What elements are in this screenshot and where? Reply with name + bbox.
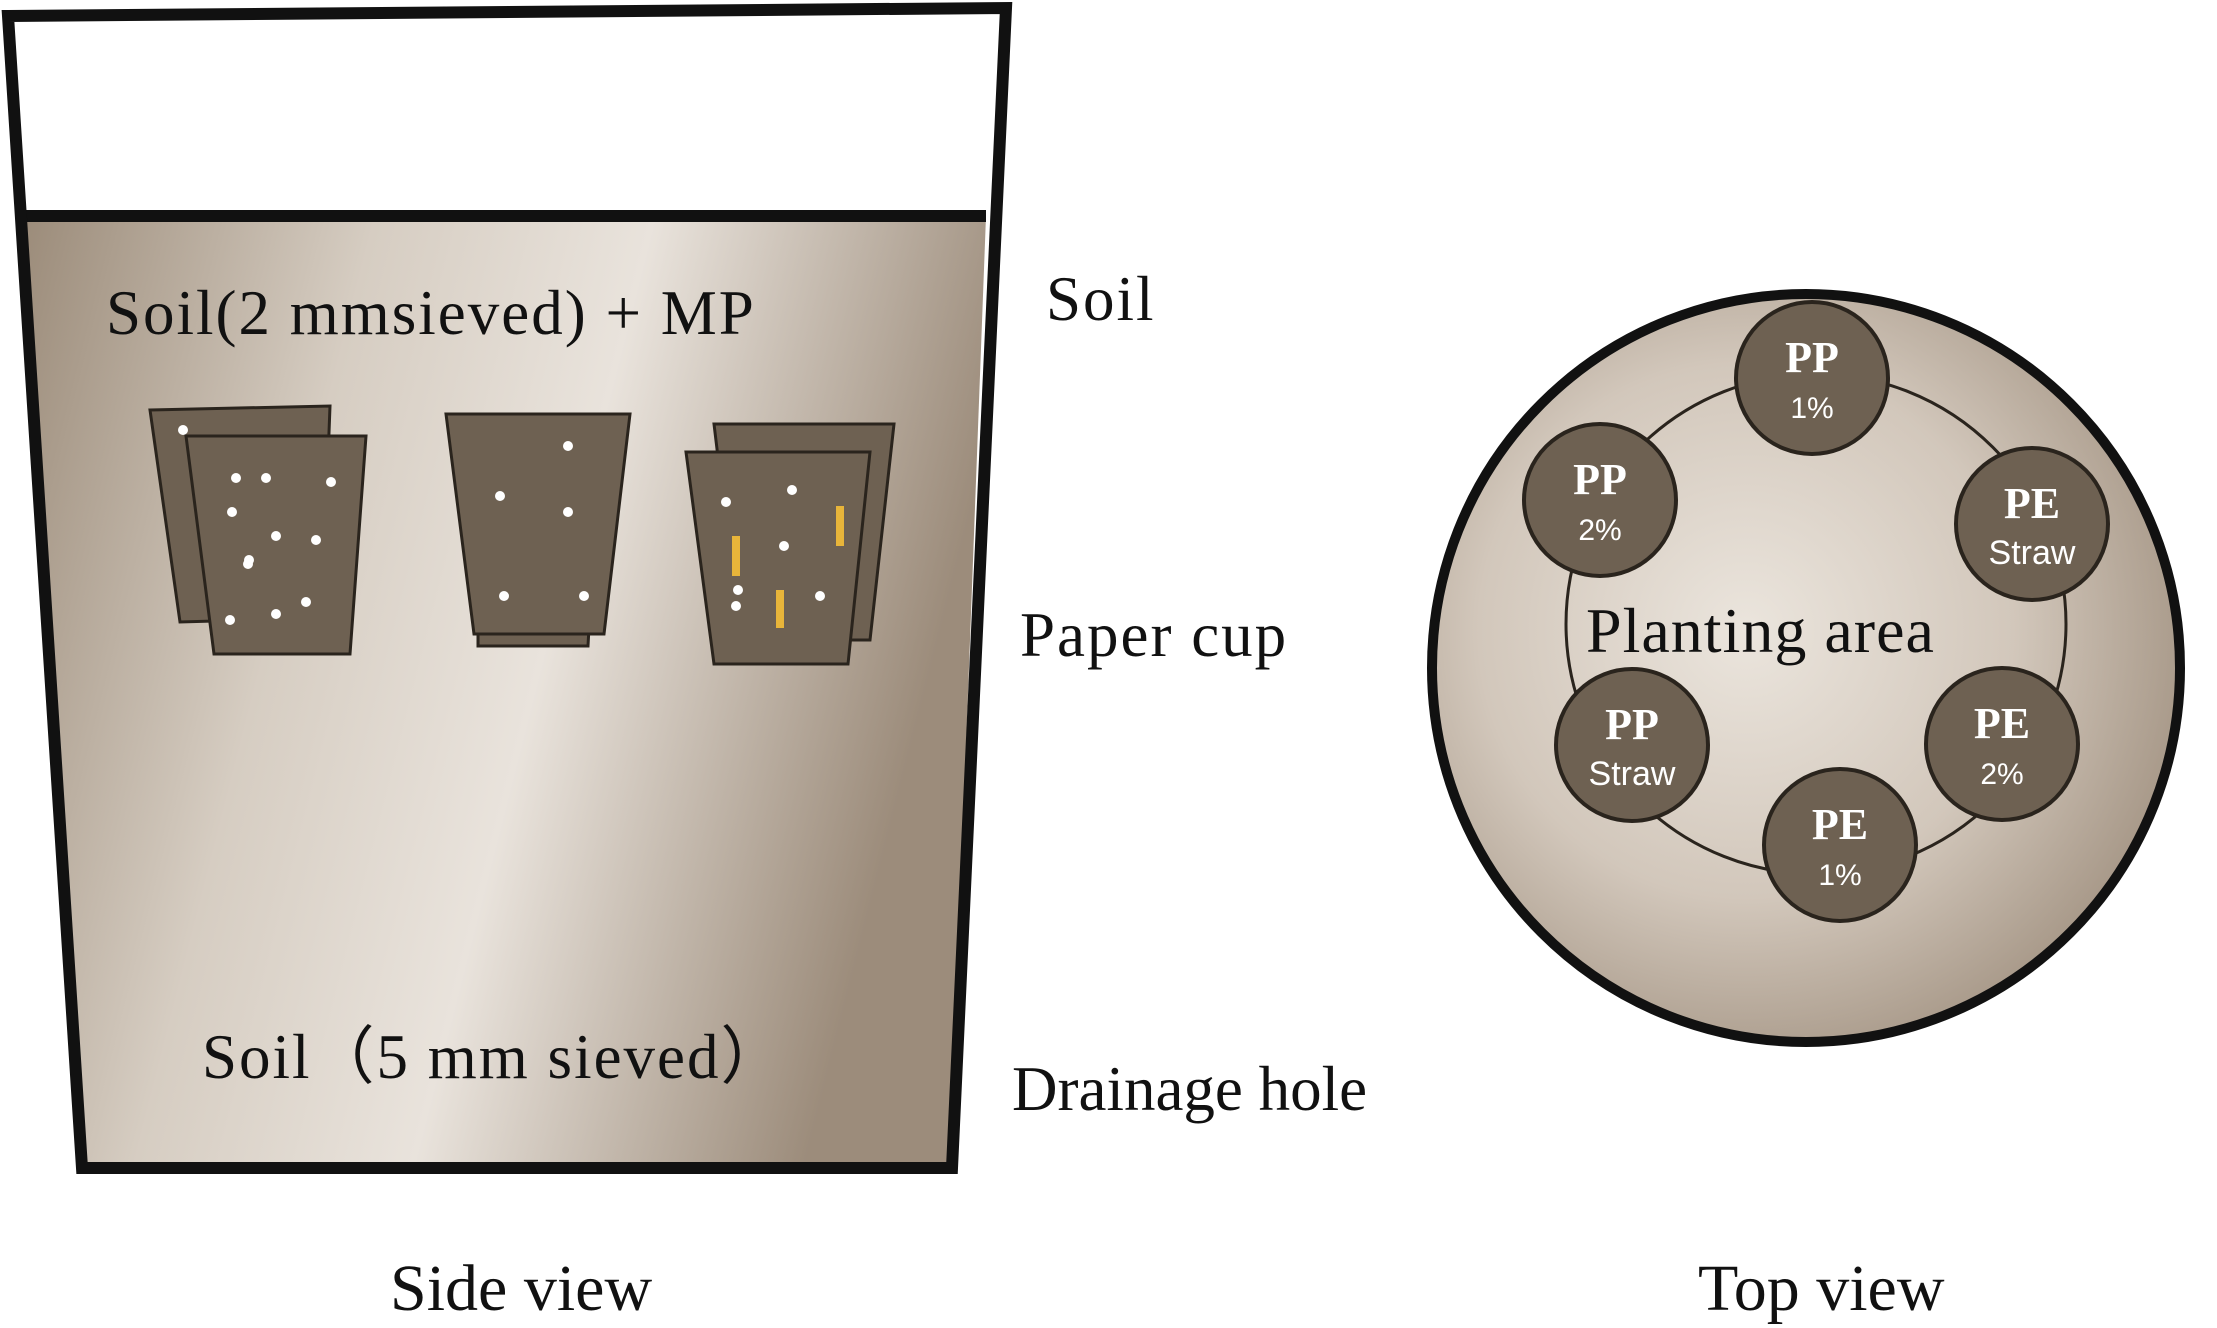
cup-pp-1pct: PP 1% xyxy=(1734,300,1890,456)
planting-area-label: Planting area xyxy=(1586,595,1935,666)
side-view-caption: Side view xyxy=(390,1252,652,1325)
mp-particle xyxy=(721,497,731,507)
cup-circle xyxy=(1522,422,1678,578)
cup-polymer-label: PP xyxy=(1573,455,1627,504)
cup-circle xyxy=(1554,667,1710,823)
cup-circle xyxy=(1924,666,2080,822)
cup-polymer-label: PE xyxy=(1974,699,2030,748)
mp-particle xyxy=(563,441,573,451)
mp-particle xyxy=(731,601,741,611)
mp-particle xyxy=(271,609,281,619)
paper-cup-group-3 xyxy=(684,422,896,666)
callout-soil: Soil xyxy=(1046,264,1156,334)
cup-treatment-label: 2% xyxy=(1578,514,1621,547)
mp-particle xyxy=(787,485,797,495)
cup-polymer-label: PE xyxy=(1812,800,1868,849)
mp-particle xyxy=(178,425,188,435)
mp-particle xyxy=(815,591,825,601)
mp-particle xyxy=(261,473,271,483)
mp-particle xyxy=(495,491,505,501)
container-outline xyxy=(1,1,1013,1174)
cup-treatment-label: Straw xyxy=(1589,755,1676,793)
mp-particle xyxy=(499,591,509,601)
mp-particle xyxy=(733,585,743,595)
cup-treatment-label: 1% xyxy=(1790,392,1833,425)
straw-cup-particles xyxy=(721,485,825,611)
cup-pe-1pct: PE 1% xyxy=(1762,767,1918,923)
cup-pp-straw: PP Straw xyxy=(1554,667,1710,823)
mp-particle xyxy=(227,507,237,517)
mp-particle xyxy=(271,531,281,541)
cup-treatment-label: Straw xyxy=(1989,534,2076,572)
mp-particle xyxy=(225,615,235,625)
mp-particle xyxy=(311,535,321,545)
cup-circle xyxy=(1734,300,1890,456)
pe-particles xyxy=(495,441,589,601)
top-view: Planting area PP1%PEStrawPE2%PE1%PPStraw… xyxy=(1427,289,2185,1325)
mp-particle xyxy=(231,473,241,483)
mp-particle xyxy=(243,559,253,569)
cup-pp-2pct: PP 2% xyxy=(1522,422,1678,578)
mp-particle xyxy=(563,507,573,517)
callouts: Soil Paper cup Drainage hole xyxy=(1012,264,1367,1124)
cup-polymer-label: PE xyxy=(2004,479,2060,528)
cup-treatment-label: 2% xyxy=(1980,758,2023,791)
paper-cup-group-2 xyxy=(444,412,632,648)
pp-particles xyxy=(178,425,336,625)
cup-circle xyxy=(1954,446,2110,602)
mp-particle xyxy=(579,591,589,601)
straw-piece xyxy=(836,506,844,546)
cup-pe-straw: PE Straw xyxy=(1954,446,2110,602)
cup-pe-2pct: PE 2% xyxy=(1924,666,2080,822)
paper-cup xyxy=(684,450,872,666)
paper-cup xyxy=(184,434,368,656)
cup-polymer-label: PP xyxy=(1605,700,1659,749)
callout-paper-cup: Paper cup xyxy=(1020,600,1288,670)
straw-piece xyxy=(776,590,784,628)
mp-particle xyxy=(301,597,311,607)
top-view-caption: Top view xyxy=(1698,1252,1945,1325)
side-view: Soil(2 mmsieved) + MP xyxy=(1,1,1013,1325)
straw-piece xyxy=(732,536,740,576)
cup-treatment-label: 1% xyxy=(1818,859,1861,892)
straw-pieces xyxy=(732,506,844,628)
cup-polymer-label: PP xyxy=(1785,333,1839,382)
callout-drainage-hole: Drainage hole xyxy=(1012,1054,1367,1124)
lower-layer-label: Soil（5 mm sieved） xyxy=(202,1022,786,1092)
paper-cup xyxy=(444,412,632,636)
cup-circle xyxy=(1762,767,1918,923)
mp-particle xyxy=(779,541,789,551)
mp-particle xyxy=(326,477,336,487)
paper-cup-group-1 xyxy=(148,404,368,656)
upper-layer-label: Soil(2 mmsieved) + MP xyxy=(106,278,756,348)
